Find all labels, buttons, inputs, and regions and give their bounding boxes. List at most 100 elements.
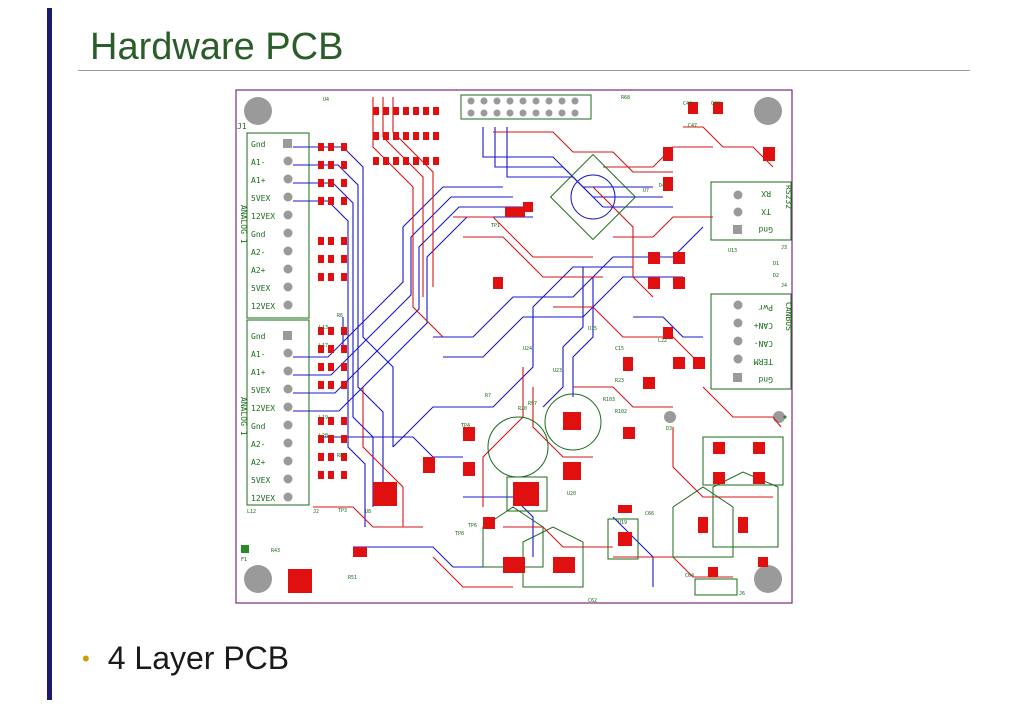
svg-text:R43: R43	[271, 548, 280, 554]
smd-pads-top	[373, 107, 439, 165]
mcu-footprint	[549, 153, 637, 241]
svg-text:R97: R97	[528, 401, 537, 407]
svg-text:12VEX: 12VEX	[251, 404, 275, 413]
svg-text:TP3: TP3	[338, 508, 347, 514]
svg-text:C44: C44	[683, 101, 692, 107]
svg-text:A2-: A2-	[251, 440, 265, 449]
svg-text:A2+: A2+	[251, 266, 266, 275]
svg-text:R51: R51	[348, 575, 357, 581]
mount-hole	[754, 97, 782, 125]
svg-text:Gnd: Gnd	[758, 225, 773, 234]
svg-text:L17: L17	[319, 343, 328, 349]
svg-text:12VEX: 12VEX	[251, 302, 275, 311]
j1-screw-pins	[283, 139, 293, 502]
svg-text:R7: R7	[485, 393, 491, 399]
svg-text:CAN-: CAN-	[754, 339, 773, 348]
svg-text:J6: J6	[739, 591, 745, 597]
canbus-title: CANBUS	[784, 302, 793, 331]
svg-text:U24: U24	[523, 346, 532, 352]
svg-text:A1-: A1-	[251, 350, 265, 359]
slide-title: Hardware PCB	[90, 26, 344, 68]
title-underline	[78, 70, 970, 71]
svg-text:C62: C62	[588, 598, 597, 604]
svg-text:5VEX: 5VEX	[251, 476, 270, 485]
svg-text:Gnd: Gnd	[251, 230, 266, 239]
svg-text:TP1: TP1	[491, 223, 500, 229]
mount-hole	[244, 97, 272, 125]
svg-text:L20: L20	[319, 433, 328, 439]
svg-text:U15: U15	[588, 326, 597, 332]
j1-ref: J1	[237, 122, 247, 131]
svg-text:D2: D2	[773, 273, 779, 279]
svg-text:R8: R8	[337, 453, 343, 459]
fuse-pad	[241, 545, 249, 553]
via-large	[773, 411, 785, 423]
j1-group-2-pins: Gnd A1- A1+ 5VEX 12VEX Gnd A2- A2+ 5VEX …	[251, 332, 275, 503]
top-layer-traces	[313, 97, 782, 588]
bullet-text: 4 Layer PCB	[107, 640, 290, 676]
svg-text:12VEX: 12VEX	[251, 494, 275, 503]
svg-text:D3: D3	[666, 426, 672, 432]
svg-text:C64: C64	[685, 573, 694, 579]
svg-text:A1-: A1-	[251, 158, 265, 167]
svg-text:TP8: TP8	[455, 531, 464, 537]
svg-text:U19: U19	[618, 520, 627, 526]
svg-text:R23: R23	[615, 378, 624, 384]
svg-text:U4: U4	[323, 97, 329, 103]
j1-group-2-title: ANALOG 1	[239, 397, 248, 436]
svg-text:TP4: TP4	[461, 423, 470, 429]
j1-group-1-title: ANALOG 1	[239, 205, 248, 244]
component-pads	[288, 102, 775, 593]
connector-j1-block-1	[246, 132, 310, 319]
smd-pads-left	[318, 143, 347, 479]
svg-text:Gnd: Gnd	[251, 332, 266, 341]
connector-canbus	[710, 293, 792, 390]
svg-text:U7: U7	[643, 188, 649, 194]
svg-text:Pwr: Pwr	[758, 303, 773, 312]
svg-text:RX: RX	[761, 189, 771, 198]
svg-text:U20: U20	[567, 491, 576, 497]
svg-text:J4: J4	[781, 283, 787, 289]
svg-text:R20: R20	[518, 406, 527, 412]
svg-text:R102: R102	[615, 409, 627, 415]
header-pins	[467, 97, 579, 117]
svg-text:J2: J2	[313, 509, 319, 515]
svg-text:C42: C42	[711, 101, 720, 107]
svg-text:C47: C47	[688, 123, 697, 129]
mount-hole	[754, 565, 782, 593]
header-outline	[460, 94, 592, 120]
svg-text:A1+: A1+	[251, 368, 266, 377]
svg-text:TP6: TP6	[468, 523, 477, 529]
svg-text:A2-: A2-	[251, 248, 265, 257]
svg-text:L19: L19	[319, 415, 328, 421]
svg-text:TERM: TERM	[754, 357, 773, 366]
svg-text:5VEX: 5VEX	[251, 284, 270, 293]
svg-text:D1: D1	[773, 261, 779, 267]
svg-text:U13: U13	[728, 248, 737, 254]
svg-text:C15: C15	[615, 346, 624, 352]
rs232-title: RS232	[784, 185, 793, 209]
svg-text:A1+: A1+	[251, 176, 266, 185]
svg-text:L12: L12	[247, 509, 256, 515]
svg-text:F1: F1	[241, 557, 247, 563]
svg-text:TX: TX	[761, 207, 771, 216]
svg-text:J3: J3	[781, 245, 787, 251]
svg-text:Gnd: Gnd	[251, 140, 266, 149]
via-large	[664, 411, 676, 423]
ref-designators: J2 J3 J4 J6 U4 U7 U8 U13 U15 U19 U20 U23…	[241, 95, 787, 604]
svg-text:L22: L22	[658, 338, 667, 344]
svg-text:A2+: A2+	[251, 458, 266, 467]
svg-text:5VEX: 5VEX	[251, 194, 270, 203]
bullet-item: • 4 Layer PCB	[82, 640, 289, 677]
svg-text:Gnd: Gnd	[251, 422, 266, 431]
connector-rs232	[710, 181, 792, 241]
svg-text:D4: D4	[659, 183, 665, 189]
silkscreen-outlines	[482, 393, 787, 596]
svg-text:U23: U23	[553, 368, 562, 374]
left-accent-bar	[47, 8, 52, 700]
svg-text:Gnd: Gnd	[758, 375, 773, 384]
svg-text:R6: R6	[337, 313, 343, 319]
svg-text:U8: U8	[365, 509, 371, 515]
svg-text:CAN+: CAN+	[754, 321, 773, 330]
svg-text:R103: R103	[603, 397, 615, 403]
